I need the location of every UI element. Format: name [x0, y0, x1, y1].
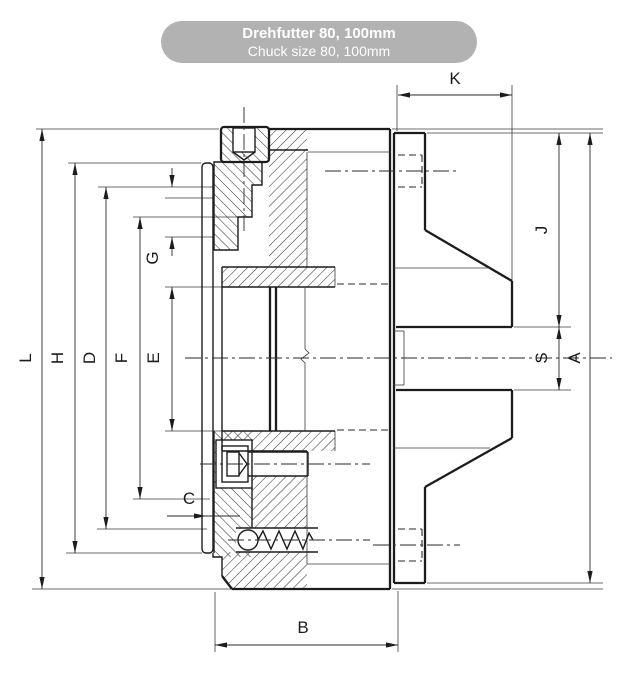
badge-subtitle-en: Chuck size 80, 100mm — [247, 43, 391, 59]
dim-label-C: C — [183, 489, 195, 508]
front-step — [212, 553, 223, 576]
dim-label-L: L — [16, 353, 35, 362]
dim-label-K: K — [449, 69, 461, 88]
detent-spring — [257, 529, 314, 551]
title-badge: Drehfutter 80, 100mm Chuck size 80, 100m… — [161, 21, 477, 63]
dim-label-H: H — [48, 352, 67, 364]
extension-lines — [32, 85, 603, 652]
body-hatch-top — [269, 129, 307, 267]
bore-rim-hatch-top — [222, 267, 335, 287]
dimension-lines — [39, 92, 593, 648]
dim-label-A: A — [565, 352, 584, 364]
body-hatch-b2 — [252, 476, 307, 528]
dim-label-B: B — [297, 618, 308, 637]
dim-label-S: S — [532, 352, 551, 363]
top-jaw-outline — [213, 161, 263, 251]
top-screw-socket-cone — [232, 151, 256, 161]
dimension-labels: L H D F E G J S A K B C — [16, 69, 584, 637]
body-hatch-b3 — [222, 552, 307, 589]
dim-label-J: J — [532, 226, 551, 235]
dim-label-G: G — [143, 251, 162, 264]
top-jaw-hatch — [214, 162, 262, 250]
centerlines — [185, 107, 612, 546]
badge-title-de: Drehfutter 80, 100mm — [242, 25, 396, 42]
top-screw-head — [219, 125, 271, 164]
dim-label-E: E — [144, 352, 163, 363]
dim-label-D: D — [80, 352, 99, 364]
dim-label-F: F — [112, 353, 131, 363]
break-line — [300, 287, 310, 431]
